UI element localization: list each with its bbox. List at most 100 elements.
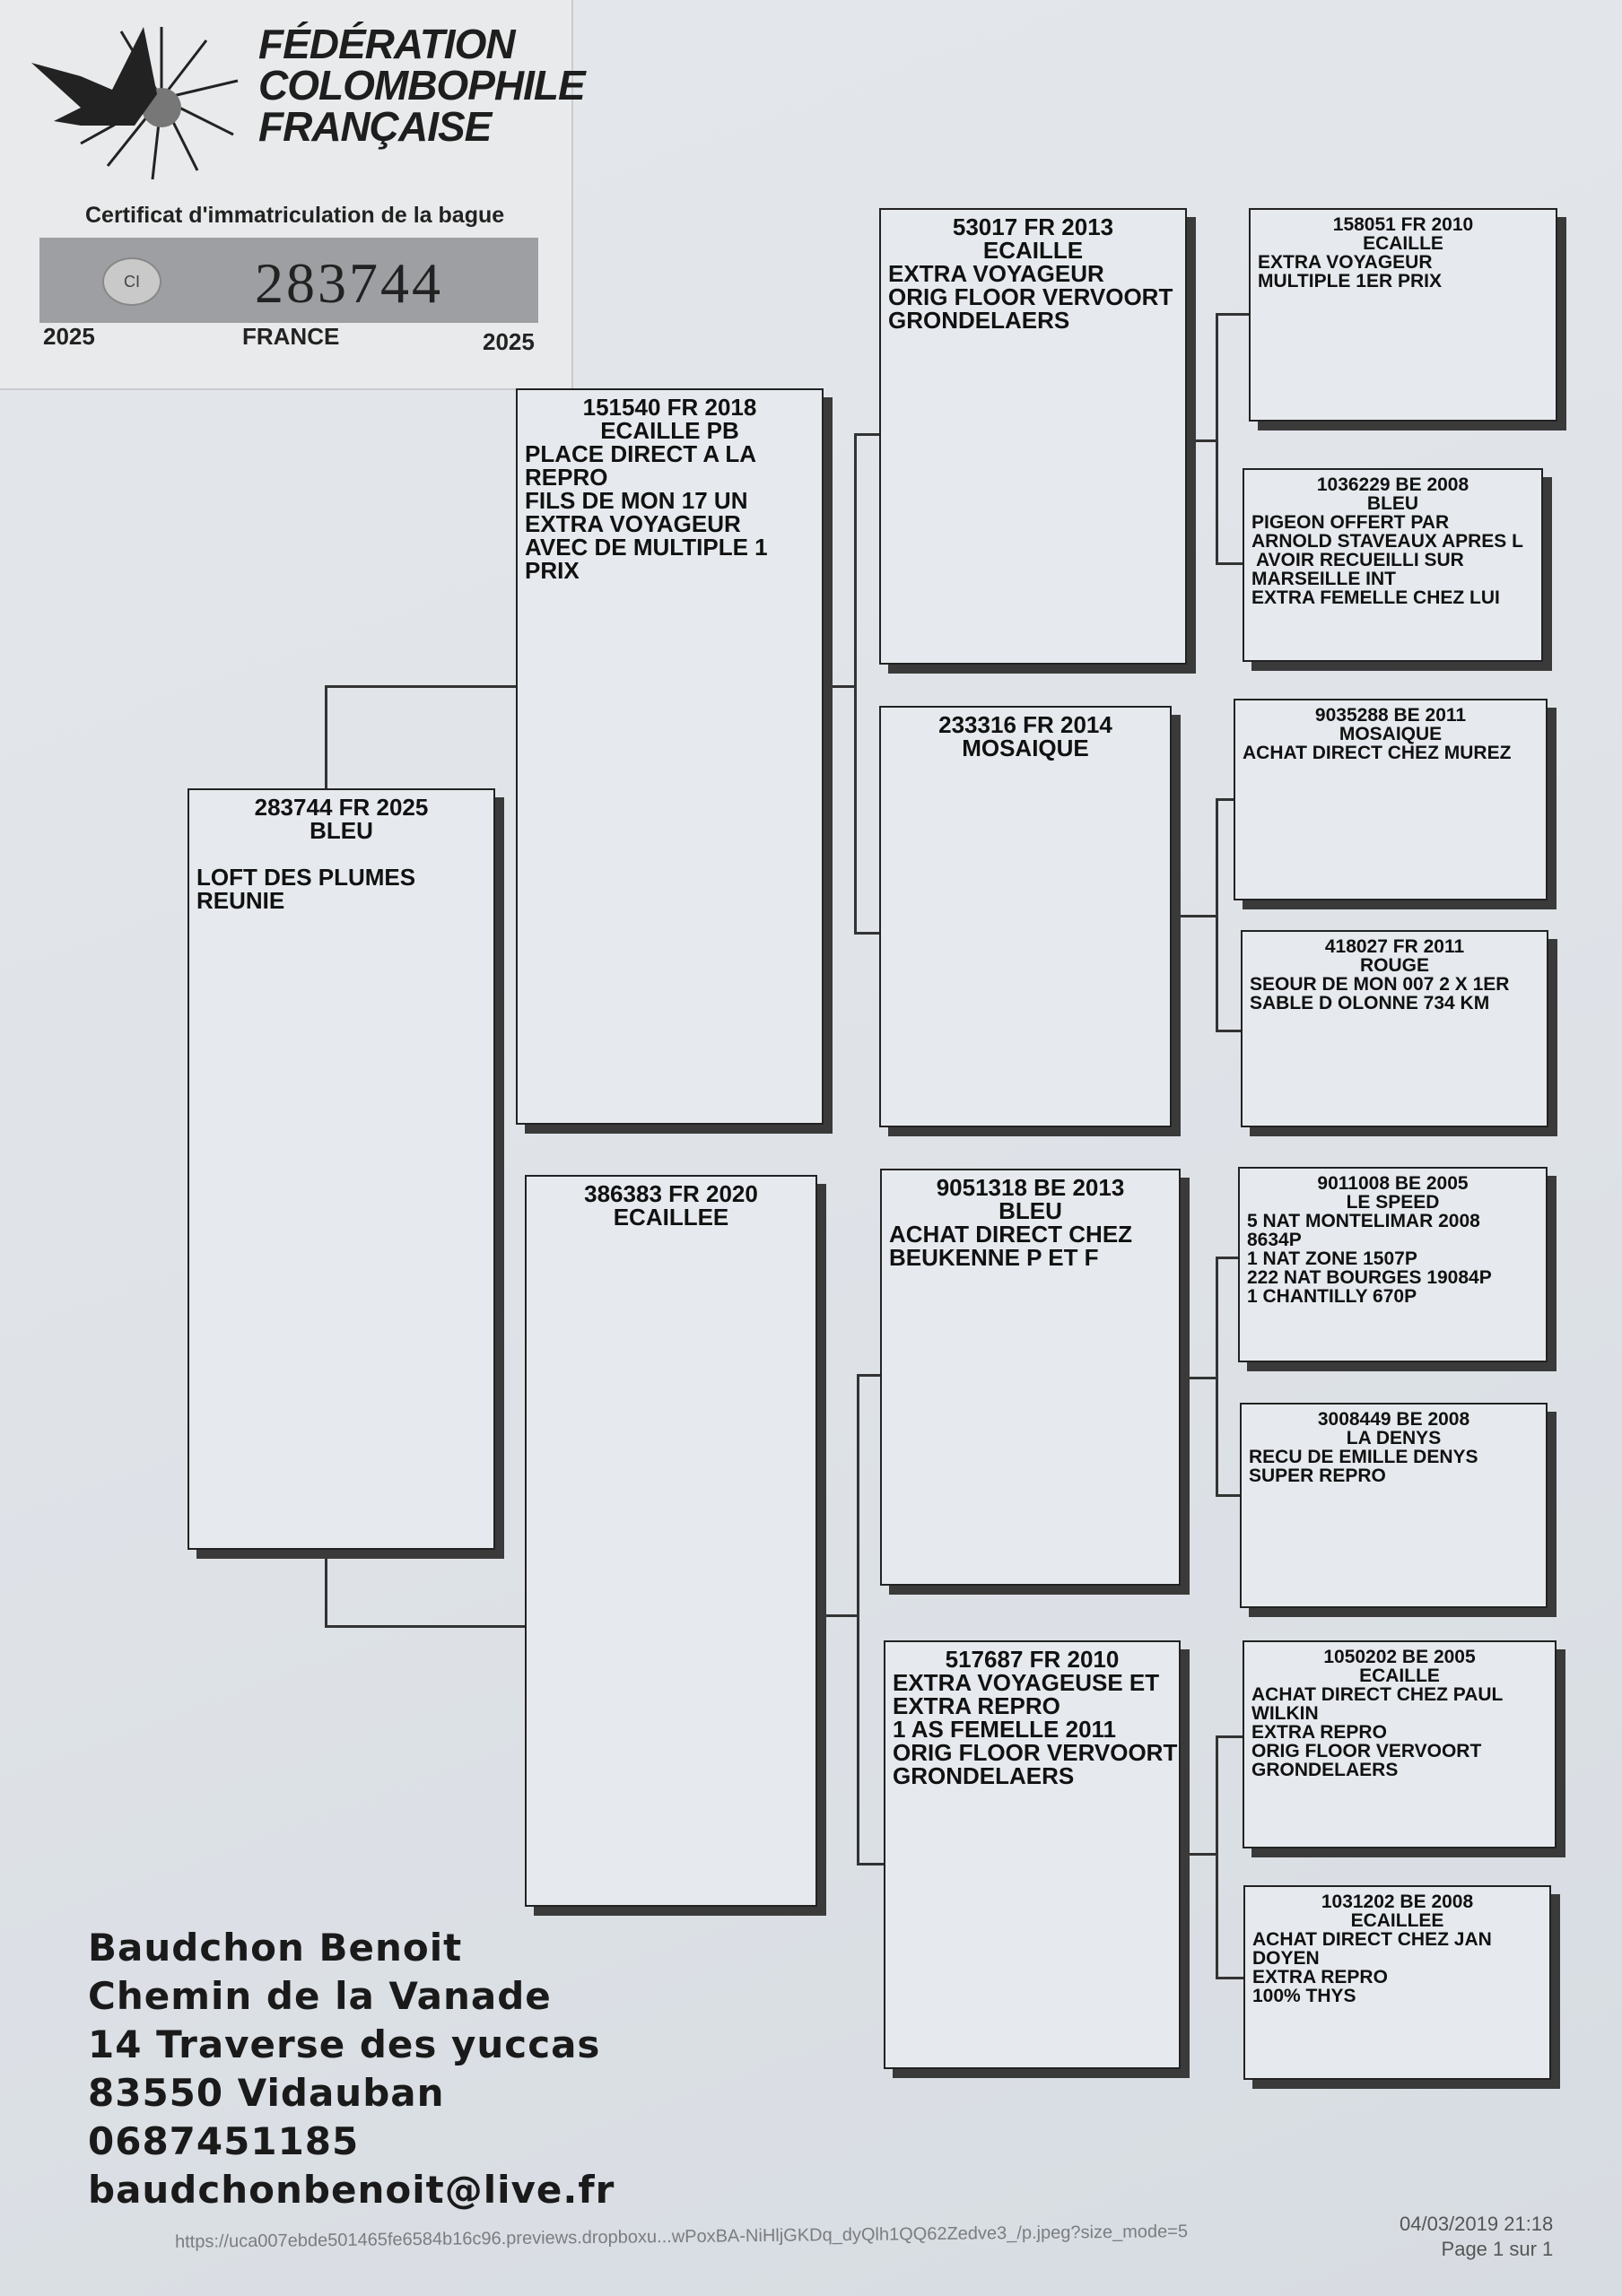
connector-line [1216, 798, 1234, 801]
connector-line [1187, 439, 1216, 442]
ring-certificate-label: FÉDÉRATION COLOMBOPHILE FRANÇAISE Certif… [0, 0, 586, 390]
note-line: AVOIR RECUEILLI SUR [1251, 550, 1464, 570]
ring-id: 151540 FR 2018 [582, 394, 757, 421]
ring-id: 1031202 BE 2008 [1321, 1892, 1474, 1912]
note-line: SUPER REPRO [1249, 1465, 1386, 1486]
connector-line [1216, 1030, 1241, 1032]
ring-id: 517687 FR 2010 [945, 1646, 1120, 1673]
federation-line: COLOMBOPHILE [258, 62, 586, 109]
color-label: MOSAIQUE [962, 735, 1089, 761]
connector-line [1216, 1257, 1218, 1494]
note-line: RECU DE EMILLE DENYS [1249, 1447, 1478, 1467]
connector-line [1181, 1377, 1216, 1379]
owner-name: Baudchon Benoit [88, 1926, 463, 1970]
note-line: REPRO [525, 464, 608, 491]
connector-line [1216, 562, 1243, 565]
note-line: PIGEON OFFERT PAR [1251, 512, 1450, 533]
connector-line [854, 433, 857, 932]
note-line: GRONDELAERS [888, 307, 1070, 334]
note-line: ORIG FLOOR VERVOORT [893, 1739, 1178, 1766]
color-label: LA DENYS [1346, 1428, 1442, 1448]
note-line: 5 NAT MONTELIMAR 2008 [1247, 1211, 1480, 1231]
note-line: BEUKENNE P ET F [889, 1244, 1099, 1271]
connector-line [857, 1374, 859, 1863]
note-line: EXTRA VOYAGEUR [1258, 252, 1433, 273]
connector-line [1216, 1735, 1218, 1977]
federation-line: FÉDÉRATION [258, 21, 516, 67]
ring-id: 9011008 BE 2005 [1317, 1173, 1469, 1194]
connector-line [824, 685, 854, 688]
connector-line [857, 1863, 885, 1866]
owner-email: baudchonbenoit@live.fr [88, 2168, 615, 2212]
ring-id: 233316 FR 2014 [938, 711, 1112, 738]
connector-line [325, 685, 518, 688]
color-label: ECAILLE [982, 237, 1084, 264]
note-line [196, 842, 486, 865]
note-line: SEOUR DE MON 007 2 X 1ER [1250, 974, 1510, 995]
note-line: GRONDELAERS [1251, 1760, 1399, 1780]
note-line: ACHAT DIRECT CHEZ MUREZ [1243, 743, 1512, 763]
note-line: 1 AS FEMELLE 2011 [893, 1716, 1117, 1743]
connector-line [1216, 313, 1218, 562]
note-line: 100% THYS [1252, 1986, 1356, 2006]
owner-street1: Chemin de la Vanade [88, 1974, 552, 2018]
note-line: EXTRA VOYAGEUR [888, 260, 1104, 287]
color-label: BLEU [1366, 493, 1419, 514]
color-label: ECAILLEE [613, 1204, 729, 1231]
color-label: ECAILLE PB [600, 417, 739, 444]
note-line: 222 NAT BOURGES 19084P [1247, 1267, 1492, 1288]
color-label: BLEU [998, 1197, 1062, 1224]
certificate-title: Certificat d'immatriculation de la bague [85, 203, 505, 228]
ring-id: 386383 FR 2020 [584, 1180, 758, 1207]
connector-line [325, 1550, 327, 1625]
color-label: ECAILLE [1363, 233, 1443, 254]
ring-band: CI 283744 [39, 238, 538, 323]
note-line: EXTRA REPRO [1252, 1967, 1388, 1987]
note-line: DOYEN [1252, 1948, 1320, 1969]
federation-name: FÉDÉRATION COLOMBOPHILE FRANÇAISE [258, 21, 586, 147]
ring-id: 158051 FR 2010 [1332, 214, 1474, 235]
connector-line [1216, 313, 1249, 316]
ring-id: 283744 FR 2025 [254, 794, 429, 821]
year-left: 2025 [43, 323, 95, 350]
note-line: PLACE DIRECT A LA [525, 440, 757, 467]
color-label: ECAILLE [1359, 1665, 1440, 1686]
connector-line [854, 433, 881, 436]
owner-street2: 14 Traverse des yuccas [88, 2022, 601, 2066]
connector-line [817, 1614, 857, 1617]
note-line: SABLE D OLONNE 734 KM [1250, 993, 1490, 1013]
note-line: ACHAT DIRECT CHEZ [889, 1221, 1133, 1248]
note-line: EXTRA REPRO [1251, 1722, 1387, 1743]
ring-number: 283744 [255, 251, 443, 315]
note-line: PRIX [525, 557, 580, 584]
note-line: ARNOLD STAVEAUX APRES L [1251, 531, 1523, 552]
color-label: LE SPEED [1346, 1192, 1440, 1213]
note-line: 1 NAT ZONE 1507P [1247, 1248, 1417, 1269]
connector-line [325, 1625, 527, 1628]
color-label: EXTRA VOYAGEUSE ET [893, 1669, 1160, 1696]
note-line: REUNIE [196, 887, 285, 914]
note-line: GRONDELAERS [893, 1762, 1075, 1789]
pigeon-sun-logo [31, 27, 239, 180]
owner-address: Baudchon Benoit Chemin de la Vanade 14 T… [88, 1924, 615, 2214]
ring-id: 9051318 BE 2013 [936, 1174, 1125, 1201]
note-line: EXTRA FEMELLE CHEZ LUI [1251, 587, 1500, 608]
note-line: FILS DE MON 17 UN [525, 487, 748, 514]
connector-line [854, 932, 881, 935]
color-label: MOSAIQUE [1339, 724, 1443, 744]
ring-id: 1050202 BE 2005 [1323, 1647, 1476, 1667]
connector-line [1172, 915, 1216, 918]
connector-line [1181, 1853, 1216, 1856]
note-line: 8634P [1247, 1230, 1302, 1250]
footer-url: https://uca007ebde501465fe6584b16c96.pre… [174, 2222, 1189, 2252]
